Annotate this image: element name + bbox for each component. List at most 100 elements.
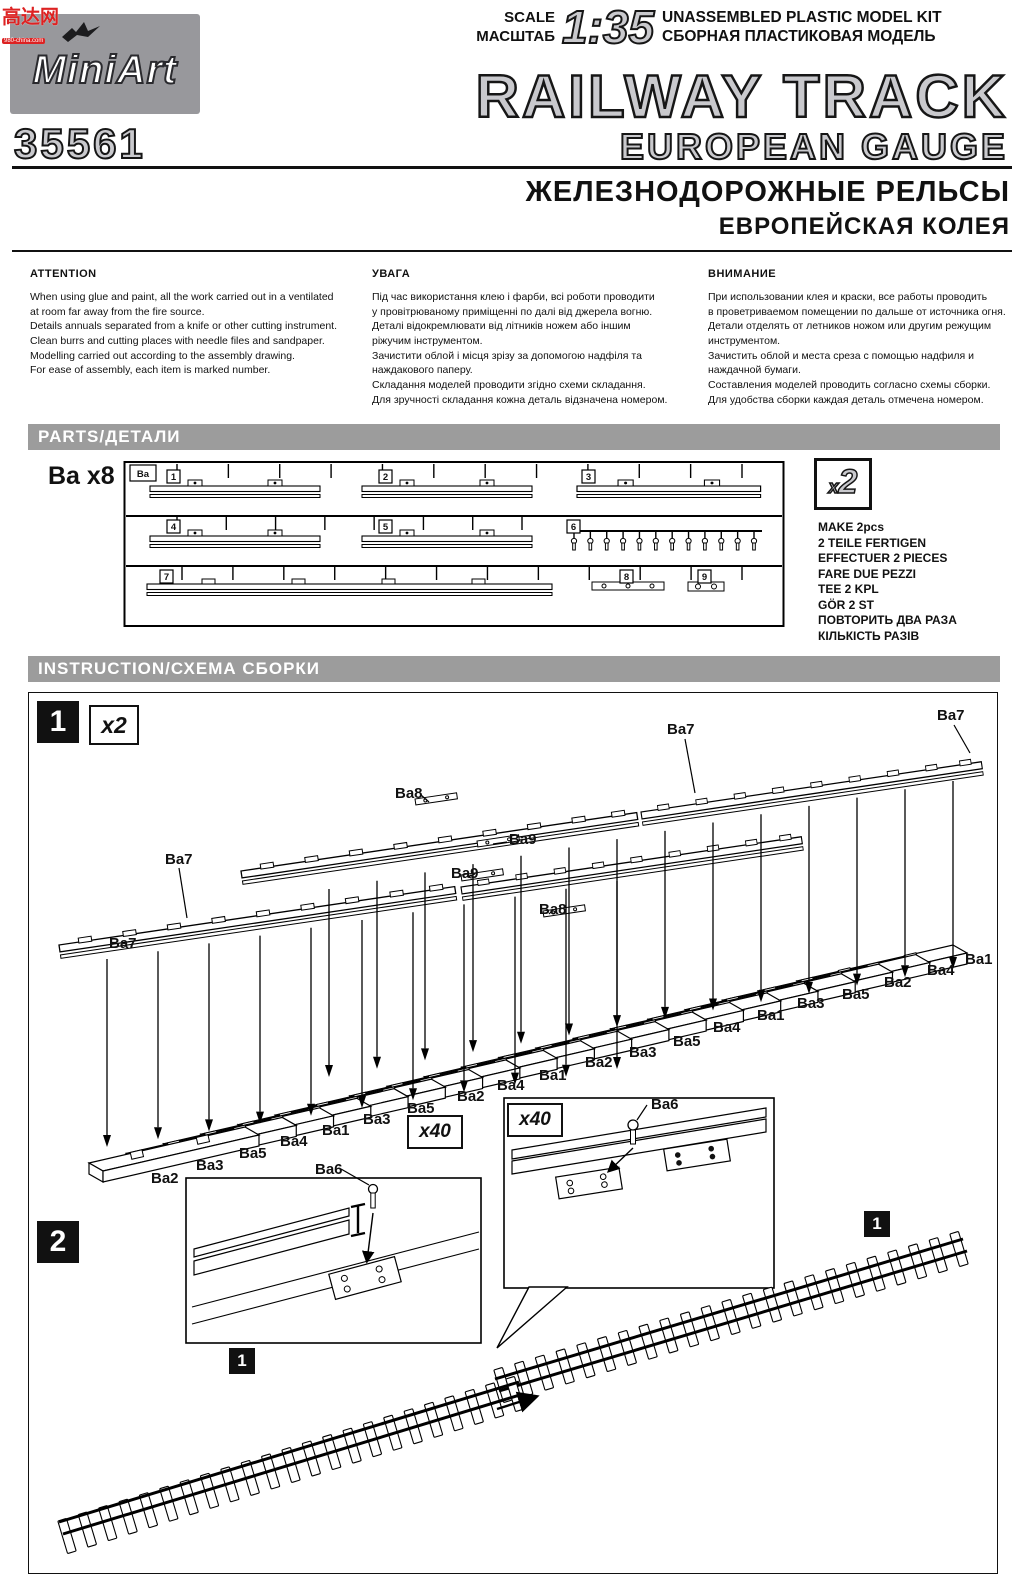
make-line: GÖR 2 ST <box>818 597 875 612</box>
watermark-text: 高达网 <box>2 7 60 28</box>
subtitle-russian: ЕВРОПЕЙСКАЯ КОЛЕЯ <box>718 213 1010 240</box>
part-label: Ba9 <box>509 831 537 848</box>
part-number-6: 6 <box>566 519 581 534</box>
make-line: КІЛЬКІСТЬ РАЗІВ <box>818 628 920 643</box>
part-number-9: 9 <box>697 569 712 584</box>
sprue-label: Ba x8 <box>48 462 115 490</box>
part-number-4: 4 <box>166 519 181 534</box>
make-quantity-note: MAKE 2pcs 2 TEILE FERTIGEN EFFECTUER 2 P… <box>818 520 957 644</box>
divider-line <box>12 166 1012 169</box>
parts-section-header: PARTS/ДЕТАЛИ <box>28 424 1000 450</box>
svg-text:1: 1 <box>171 472 177 483</box>
kit-type-en: UNASSEMBLED PLASTIC MODEL KIT <box>662 9 942 26</box>
subtitle-english: EUROPEAN GAUGE <box>619 125 1008 168</box>
part-label: Ba7 <box>165 851 193 868</box>
svg-text:4: 4 <box>171 522 177 533</box>
attention-english: ATTENTION When using glue and paint, all… <box>30 268 360 378</box>
result-marker: 1 <box>229 1348 255 1374</box>
part-label: Ba2 <box>151 1170 179 1187</box>
attention-russian: ВНИМАНИЕ При использовании клея и краски… <box>708 268 1008 408</box>
part-label: Ba1 <box>965 951 993 968</box>
result-marker: 1 <box>864 1211 890 1237</box>
make-line: TEE 2 KPL <box>818 582 879 596</box>
track-segment-left <box>57 1375 525 1555</box>
part-label: Ba4 <box>927 962 955 979</box>
part-number-1: 1 <box>166 469 181 484</box>
attention-heading-ua: УВАГА <box>372 268 411 280</box>
kit-number: 35561 <box>13 119 146 168</box>
part-number-3: 3 <box>581 469 596 484</box>
part-label: Ba7 <box>667 721 695 738</box>
step-1-number: 1 <box>37 701 79 743</box>
part-number-8: 8 <box>619 569 634 584</box>
kit-type-ru: СБОРНАЯ ПЛАСТИКОВАЯ МОДЕЛЬ <box>662 28 936 45</box>
svg-text:6: 6 <box>571 522 576 533</box>
attention-ukrainian: УВАГА Під час використання клею і фарби,… <box>372 268 694 408</box>
kit-type: UNASSEMBLED PLASTIC MODEL KIT СБОРНАЯ ПЛ… <box>662 8 942 46</box>
part-label: Ba4 <box>497 1077 525 1094</box>
part-label: Ba1 <box>539 1067 567 1084</box>
sprue-diagram: Ba 1 2 3 4 5 6 7 8 9 <box>123 461 785 627</box>
svg-text:9: 9 <box>702 572 707 583</box>
sprue-quantity-badge: x2 <box>814 458 872 510</box>
make-line: FARE DUE PEZZI <box>818 566 917 581</box>
attention-body-en: When using glue and paint, all the work … <box>30 291 337 377</box>
join-direction-arrow <box>496 1391 540 1413</box>
part-number-2: 2 <box>378 469 393 484</box>
part-label: Ba3 <box>363 1111 391 1128</box>
part-label: Ba5 <box>842 986 870 1003</box>
scale-value: 1:35 <box>561 0 655 54</box>
miniart-bird-icon <box>62 22 100 42</box>
brand-name: MiniArt <box>32 47 178 93</box>
part-label: Ba6 <box>315 1161 343 1178</box>
instruction-section-header: INSTRUCTION/СХЕМА СБОРКИ <box>28 656 1000 682</box>
watermark-url: 980-china.com <box>2 38 46 44</box>
assembly-diagram <box>57 724 984 1555</box>
svg-text:2: 2 <box>383 472 388 483</box>
step-2-quantity-badge: x40 <box>507 1103 563 1137</box>
scale-labels: SCALE МАСШТАБ <box>440 8 555 46</box>
title-russian: ЖЕЛЕЗНОДОРОЖНЫЕ РЕЛЬСЫ <box>525 176 1010 208</box>
part-label: Ba3 <box>797 995 825 1012</box>
part-label: Ba1 <box>322 1122 350 1139</box>
part-7-rail <box>146 578 553 596</box>
sprue-gates-row3 <box>181 565 743 581</box>
miniart-logo: MiniArt <box>10 14 200 114</box>
detail-box-left <box>185 1168 482 1344</box>
part-number-7: 7 <box>159 569 174 584</box>
part-label: Ba4 <box>280 1133 308 1150</box>
svg-text:5: 5 <box>383 522 389 533</box>
part-number-5: 5 <box>378 519 393 534</box>
make-line: EFFECTUER 2 PIECES <box>818 551 948 565</box>
svg-text:7: 7 <box>164 572 169 583</box>
svg-text:8: 8 <box>624 572 629 583</box>
watermark: 高达网 980-china.com <box>2 2 72 47</box>
part-label: Ba8 <box>395 785 423 802</box>
attention-body-ru: При использовании клея и краски, все раб… <box>708 291 1006 406</box>
title-english: RAILWAY TRACK <box>474 62 1008 132</box>
scale-label-en: SCALE <box>504 9 555 26</box>
part-label: Ba7 <box>937 707 965 724</box>
step-1-quantity-badge: x2 <box>89 705 139 745</box>
bolt-parts-row <box>570 531 758 551</box>
part-label: Ba9 <box>451 865 479 882</box>
sprue-gates-row2 <box>176 515 523 531</box>
divider-line <box>12 250 1012 252</box>
part-label: Ba6 <box>651 1096 679 1113</box>
step-2-quantity-badge: x40 <box>407 1115 463 1149</box>
sprue-gates-row1 <box>176 463 743 479</box>
part-label: Ba4 <box>713 1019 741 1036</box>
part-label: Ba5 <box>239 1145 267 1162</box>
part-label: Ba5 <box>673 1033 701 1050</box>
part-label: Ba7 <box>109 935 137 952</box>
part-label: Ba2 <box>884 974 912 991</box>
svg-text:3: 3 <box>586 472 591 483</box>
part-label: Ba8 <box>539 901 567 918</box>
make-line: MAKE 2pcs <box>818 520 885 534</box>
step-2-number: 2 <box>37 1221 79 1263</box>
make-line: 2 TEILE FERTIGEN <box>818 535 927 550</box>
svg-text:Ba: Ba <box>137 469 150 480</box>
